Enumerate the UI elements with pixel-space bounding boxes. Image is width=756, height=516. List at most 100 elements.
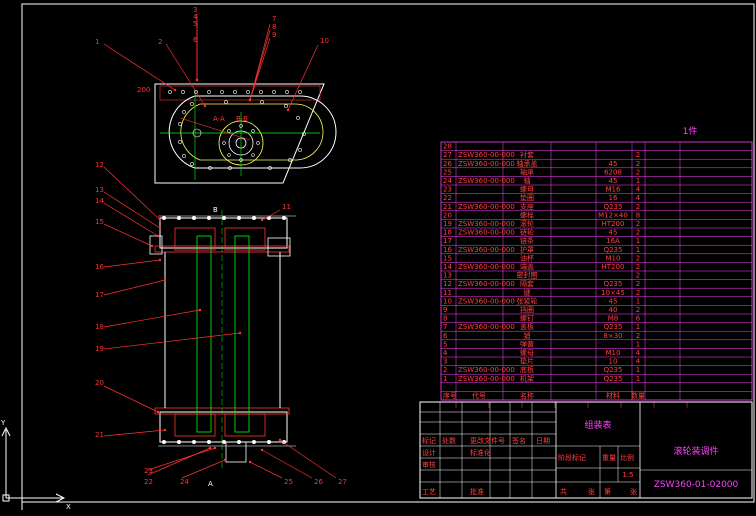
- leader-line: [249, 37, 271, 101]
- fastener-dot: [237, 216, 241, 220]
- bom-cell-qty: 2: [636, 203, 640, 211]
- bom-cell-material: Q235: [604, 203, 623, 211]
- fastener-dot: [207, 440, 211, 444]
- bom-cell-no: 6: [443, 332, 448, 340]
- leader-line: [147, 447, 211, 476]
- bom-cell-qty: 2: [636, 229, 640, 237]
- bom-header-code: 代号: [472, 391, 486, 400]
- sign-cell: 标准化: [470, 448, 491, 457]
- front-view-fasteners: [162, 216, 286, 444]
- leader-line: [249, 461, 283, 479]
- part-label-11: 11: [282, 203, 291, 211]
- fastener-dot: [267, 440, 271, 444]
- leader-line: [261, 209, 281, 221]
- bolt-hole: [239, 158, 243, 162]
- bom-cell-code: ZSW360-00-000: [458, 366, 515, 374]
- bom-cell-material: 45: [609, 177, 618, 185]
- bom-cell-code: ZSW360-00-000: [458, 375, 515, 383]
- leader-line: [279, 439, 337, 479]
- bom-cell-no: 18: [443, 229, 452, 237]
- fastener-dot: [207, 216, 211, 220]
- section-mark-b: B-B: [236, 115, 248, 123]
- leader-dot: [158, 218, 162, 222]
- bom-cell-material: M8: [608, 315, 619, 323]
- leader-dot: [248, 98, 252, 102]
- leader-line: [103, 223, 153, 247]
- leader-line: [103, 202, 159, 237]
- bom-cell-code: ZSW360-00-000: [458, 263, 515, 271]
- bom-cell-material: 16A: [606, 237, 620, 245]
- bolt-hole: [268, 166, 272, 170]
- leader-line: [261, 449, 313, 479]
- bom-cell-no: 5: [443, 340, 447, 348]
- leader-dot: [163, 278, 167, 282]
- fastener-dot: [177, 440, 181, 444]
- fastener-dot: [237, 440, 241, 444]
- stage-label: 阶段标记: [558, 453, 586, 462]
- bom-cell-name: 底板: [520, 365, 534, 374]
- part-label-13: 13: [95, 186, 104, 194]
- bom-cell-qty: 2: [636, 151, 640, 159]
- leader-dot: [260, 218, 264, 222]
- leader-dot: [158, 258, 162, 262]
- bom-cell-name: 隔套: [520, 279, 534, 288]
- part-label-3: 3: [193, 6, 197, 14]
- leader-line: [103, 309, 201, 328]
- bom-cell-name: 密封圈: [517, 271, 538, 280]
- bolt-hole: [272, 90, 276, 94]
- bolt-hole: [251, 129, 255, 133]
- part-label-16: 16: [95, 263, 104, 271]
- bom-cell-no: 19: [443, 220, 452, 228]
- bom-cell-code: ZSW360-00-000: [458, 177, 515, 185]
- bom-cell-qty: 4: [636, 349, 641, 357]
- bom-cell-no: 8: [443, 315, 447, 323]
- front-view: B A: [149, 206, 296, 488]
- bom-cell-material: 10×45: [601, 289, 625, 297]
- fastener-dot: [162, 440, 166, 444]
- bom-header-no: 序号: [443, 391, 457, 400]
- bolt-hole: [302, 132, 306, 136]
- view-letter-a: A: [208, 480, 213, 488]
- bom-cell-no: 27: [443, 151, 452, 159]
- bom-cell-qty: 2: [636, 280, 640, 288]
- drawing-frame: [21, 3, 755, 510]
- sheet-no-label: 第: [604, 487, 611, 496]
- bom-cell-name: 键: [524, 288, 531, 297]
- bolt-hole: [296, 116, 300, 120]
- bom-cell-qty: 1: [636, 237, 640, 245]
- bom-cell-qty: 8: [636, 211, 640, 219]
- bom-cell-material: M10: [606, 254, 621, 262]
- bom-cell-qty: 1: [636, 375, 640, 383]
- bolt-hole: [207, 90, 211, 94]
- title-block-border: [419, 401, 753, 499]
- bom-cell-name: 衬套: [520, 150, 534, 159]
- sign-cell: 更改文件号: [470, 436, 505, 445]
- bom-cell-code: ZSW360-00-000: [458, 246, 515, 254]
- leader-dot: [248, 460, 252, 464]
- bom-cell-name: 机架: [520, 374, 534, 383]
- leader-dot: [208, 446, 212, 450]
- bom-cell-qty: 1: [636, 297, 640, 305]
- bom-cell-material: 10: [609, 358, 618, 366]
- bom-cell-name: 螺钉: [520, 314, 534, 323]
- part-label-15: 15: [95, 218, 104, 226]
- leader-dot: [238, 331, 242, 335]
- bom-cell-qty: 1: [636, 340, 640, 348]
- bom-cell-no: 16: [443, 246, 452, 254]
- part-label-18: 18: [95, 323, 104, 331]
- bolt-hole: [298, 148, 302, 152]
- bom-cell-no: 14: [443, 263, 452, 271]
- bom-cell-code: ZSW360-00-000: [458, 151, 515, 159]
- bolt-hole: [260, 100, 264, 104]
- bom-cell-qty: 4: [636, 186, 641, 194]
- leader-line: [103, 385, 159, 413]
- bolt-hole: [181, 90, 185, 94]
- leader-line: [249, 29, 271, 101]
- leader-line: [165, 43, 206, 107]
- bolt-hole: [208, 166, 212, 170]
- bom-cell-name: 挡圈: [520, 305, 534, 314]
- bolt-hole: [233, 90, 237, 94]
- bom-cell-name: 油杯: [520, 253, 534, 262]
- bolt-hole: [227, 153, 231, 157]
